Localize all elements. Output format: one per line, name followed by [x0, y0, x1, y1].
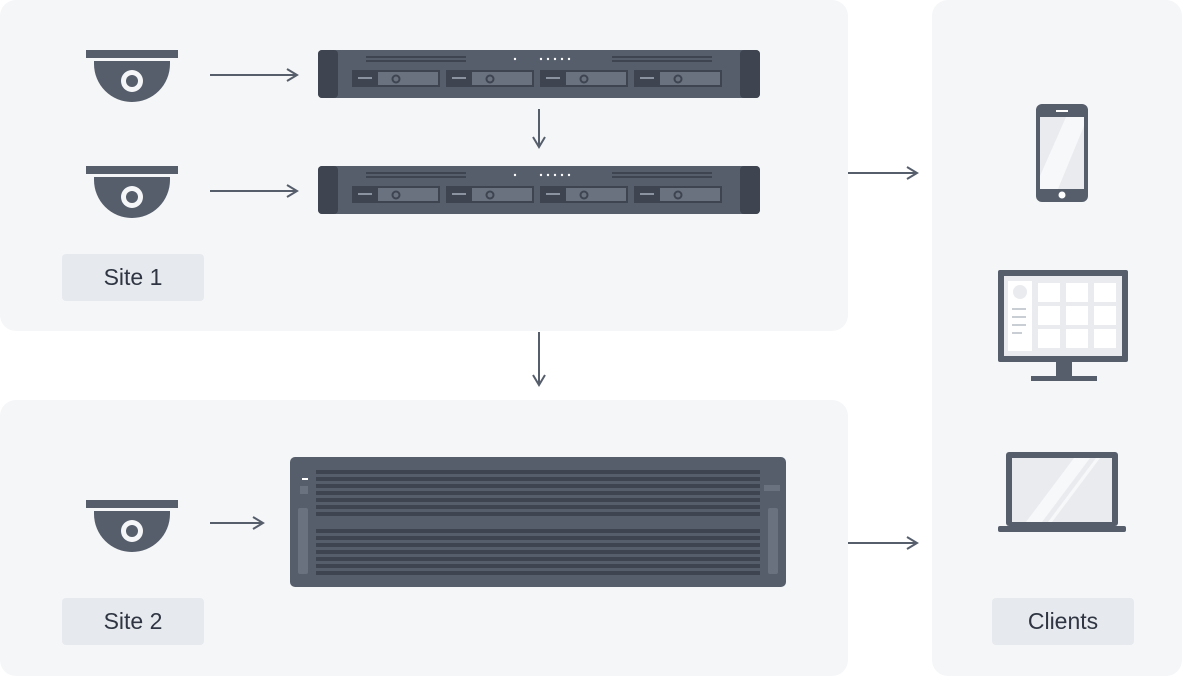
- smartphone-icon: [1036, 104, 1088, 202]
- clients-label: Clients: [992, 598, 1134, 645]
- dome-camera-icon: [86, 500, 178, 552]
- laptop-icon: [998, 452, 1126, 532]
- dome-camera-icon: [86, 50, 178, 102]
- storage-server-icon: [290, 457, 786, 587]
- rack-server-icon: [317, 165, 761, 215]
- dome-camera-icon: [86, 166, 178, 218]
- site1-label: Site 1: [62, 254, 204, 301]
- desktop-monitor-icon: [998, 270, 1128, 381]
- rack-server-icon: [317, 49, 761, 99]
- site2-label: Site 2: [62, 598, 204, 645]
